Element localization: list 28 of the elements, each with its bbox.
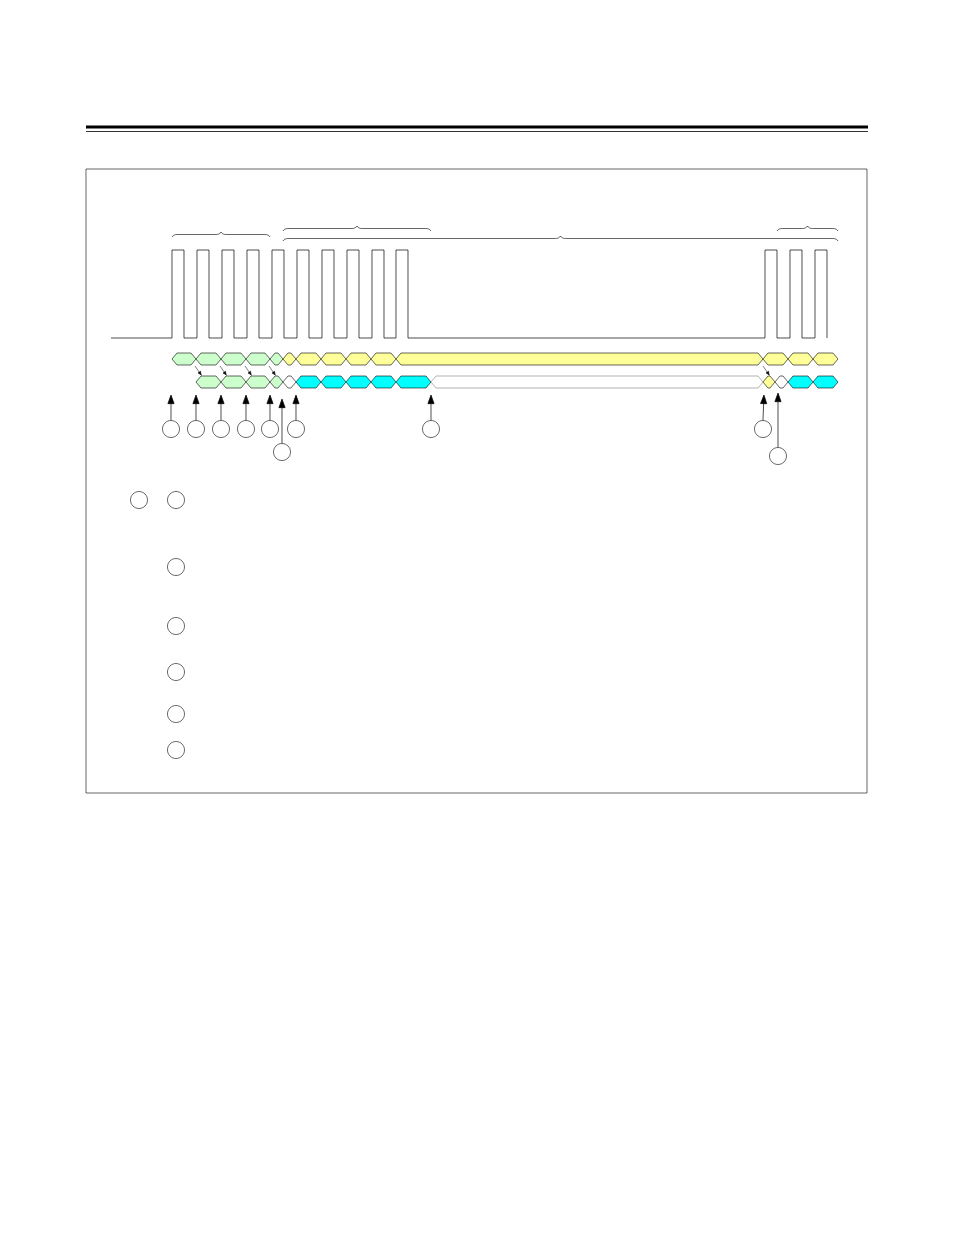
arrow <box>217 394 225 421</box>
callout-circle <box>287 420 305 438</box>
callout-circle <box>167 705 185 723</box>
callout-circle <box>162 420 180 438</box>
arrow <box>427 394 435 421</box>
timing-diagram-drawing <box>110 225 839 389</box>
arrow <box>192 394 200 421</box>
callout-circle <box>237 420 255 438</box>
callout-circle <box>187 420 205 438</box>
arrow <box>774 392 782 448</box>
arrow <box>167 394 175 421</box>
callout-circle <box>167 617 185 635</box>
callout-circle <box>167 741 185 759</box>
callout-circle <box>167 558 185 576</box>
arrow <box>278 398 286 444</box>
callout-circle <box>261 420 279 438</box>
arrow <box>242 394 250 421</box>
callout-circle <box>754 420 772 438</box>
callout-circle <box>130 491 148 509</box>
arrow <box>292 394 300 421</box>
callout-circle <box>167 663 185 681</box>
callout-circle <box>212 420 230 438</box>
arrow <box>760 394 768 421</box>
callout-circle <box>273 443 291 461</box>
arrow <box>266 394 274 421</box>
callout-circle <box>769 447 787 465</box>
callout-circle <box>167 491 185 509</box>
callout-circle <box>422 420 440 438</box>
